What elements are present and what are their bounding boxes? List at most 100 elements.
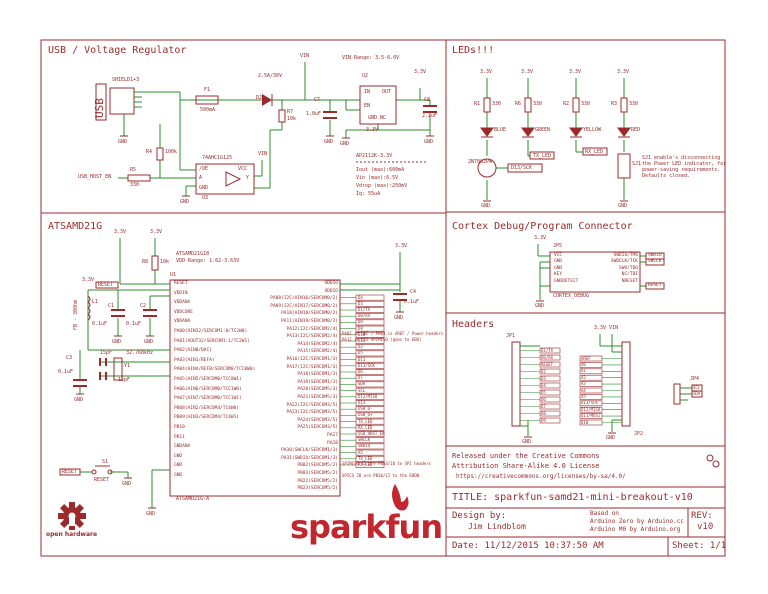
debug-pin-left: GND — [554, 265, 563, 271]
creative-commons-icon — [706, 454, 720, 468]
mcu-pin-right: PB22(SERCOM5/2) — [297, 478, 338, 484]
jp2-net-label: D12/MISO — [581, 406, 601, 412]
mcu-pin-left: PA03(AIN1/REFA) — [174, 357, 215, 363]
c1-ref: C1 — [108, 303, 115, 309]
sheet-title: TITLE: sparkfun-samd21-mini-breakout-v10 — [452, 492, 693, 503]
rx-led-net: RX_LED — [585, 149, 604, 155]
jp2-net-label: D13/SCK — [581, 400, 598, 406]
debug-net-label: SWDIO — [648, 253, 662, 258]
debug-pin-right: SWO/TDO — [619, 265, 638, 271]
debug-3v3: 3.3V — [534, 235, 547, 241]
u3-oe-pin: /OE — [199, 166, 209, 172]
reset-net-mcu: RESET — [98, 282, 114, 288]
mcu-net-label: D13 — [358, 399, 366, 405]
r7-ref: R7 — [287, 109, 294, 115]
mcu-ref: U1 — [170, 272, 177, 278]
jp1-net-label: D0/RX — [541, 354, 554, 360]
license-line-2: Attribution Share-Alike 4.0 License — [452, 462, 600, 470]
mcu-pin-left: VDDANA — [174, 300, 191, 306]
r1-ref: R1 — [474, 101, 481, 107]
crystal-ref: Y1 — [124, 363, 131, 369]
jp1-net-label: D6 — [541, 396, 546, 402]
jp4-net-label: SCL — [693, 385, 701, 390]
mcu-vdd-range: VDD Range: 1.62-3.63V — [176, 258, 240, 264]
mcu-pin-left: PA00(XIN32/SERCOM1:0/TC2W0) — [174, 329, 248, 334]
r8-value: 10k — [160, 259, 170, 265]
r1-value: 330 — [492, 101, 502, 107]
mcu-net-label: D0/RX — [358, 313, 371, 319]
headers-3v3-vin: 3.3V VIN — [594, 325, 619, 331]
r3-value: 330 — [629, 101, 639, 107]
date-field: Date: 11/12/2015 10:37:50 AM — [452, 541, 604, 551]
mcu-net-label: D8 — [358, 319, 363, 325]
l1-ref: L1 — [92, 299, 99, 305]
mcu-pin-right: PA27 — [327, 433, 338, 438]
jp1-net-label: D3 — [541, 375, 546, 381]
license-url[interactable]: https://creativecommons.org/licenses/by-… — [456, 473, 626, 480]
mcu-pin-left: PB10 — [174, 425, 185, 430]
sheet-number: Sheet: 1/1 — [672, 541, 727, 551]
r2-value: 330 — [581, 101, 591, 107]
host-en-net: USB_HOST_EN — [78, 174, 112, 180]
led-red-label: RED — [631, 127, 641, 133]
led-green-label: GREEN — [535, 127, 551, 133]
mcu-pin-left: RESET — [174, 281, 188, 286]
c3-gnd: GND — [74, 397, 84, 403]
led-yellow-label: YELLOW — [583, 127, 602, 133]
jp2-net-label: A2 — [581, 374, 586, 380]
u3-vin-label: VIN — [258, 151, 268, 157]
mcu-pin-right: PA13(I2C/SERCOM2/4) — [286, 334, 338, 340]
mcu-net-label: D12 — [358, 337, 366, 343]
mcu-pin-left: GND — [174, 473, 183, 478]
sj1-note-2: the Power LED indicator, for — [642, 161, 727, 167]
diode-rating: 2.5A/30V — [258, 73, 283, 79]
mcu-pin-right: PA25(SERCOM3/5) — [297, 425, 338, 431]
mcu-pin-right: PA11(AIN19/SERCOM0/2) — [281, 319, 338, 324]
mcu-pin-left: PA04(AIN4/REFB/SERCOM0/TCC0W0) — [174, 367, 256, 373]
rev-label: REV: — [691, 511, 713, 521]
mcu-net-label: USB_D+ — [358, 412, 373, 418]
led4-3v3: 3.3V — [617, 69, 630, 75]
sparkfun-flame-icon — [392, 484, 409, 511]
usb-section-title: USB / Voltage Regulator — [48, 45, 187, 56]
mcu-net-label: TX_LED — [358, 418, 373, 424]
mcu-pin-right: PA21(SERCOM5/3) — [297, 395, 338, 400]
mcu-pin-right: PA10(AIN18/SERCOM0/2) — [281, 311, 338, 317]
jp2-net-label: A0 — [581, 361, 586, 367]
mcu-pin-right: PA17(I2C/SERCOM1/3) — [286, 364, 338, 370]
license-line-1: Released under the Creative Commons — [452, 452, 600, 460]
c4-ref: C4 — [410, 289, 417, 295]
mcu-pin-right: PB02(SERCOM5/2) — [297, 463, 338, 469]
r6-ref: R6 — [515, 101, 522, 107]
mcu-3v3-a: 3.3V — [114, 229, 127, 235]
mcu-pin-right: PA28 — [327, 440, 338, 446]
mcu-pin-left: GND — [174, 463, 183, 469]
mcu-pin-left: PB09(AIN3/SERCOM4/TC4W1) — [174, 415, 240, 421]
mcu-net-label: A5 — [358, 449, 363, 455]
mcu-pin-left: PA05(AIN5/SERCOM0/TCC0W1) — [174, 377, 242, 382]
reg-gnd: GND — [340, 141, 350, 147]
mcu-footer: ATSAMD21G-A — [176, 496, 210, 502]
mcu-3v3-c: 3.3V — [82, 277, 95, 283]
q1-gnd: GND — [481, 203, 491, 209]
sj1-note-1: SJ1 enable's disconnecting — [642, 155, 721, 161]
mcu-net-label: USB_HOST_EN — [358, 430, 385, 436]
s1-gnd: GND — [122, 481, 132, 487]
mcu-pin-right: PA19(SERCOM1/3) — [297, 379, 338, 385]
mcu-net-label: D1/TX — [358, 306, 371, 312]
r7-value: 10k — [287, 116, 297, 122]
jp1-ref: JP1 — [506, 333, 516, 339]
c1-value: 0.1uF — [92, 321, 108, 327]
mcu-gnd: GND — [146, 511, 156, 517]
s1-label: RESET — [94, 477, 110, 483]
mcu-pin-right: PA16(I2C/SERCOM1/3) — [286, 357, 338, 362]
jp1-net-label: D4 — [541, 382, 546, 388]
mcu-section — [59, 238, 407, 509]
reg-out-3v3: 3.3V — [414, 69, 427, 75]
spec-vin: Vin (max):6.5V — [356, 175, 399, 181]
jp2-net-label: D11/MOSI — [581, 413, 601, 419]
u3-part: 74AHC1G125 — [202, 155, 233, 161]
sj1-ref: SJ1 — [632, 161, 642, 167]
mcu-pin-right: PB23(SERCOM5/2) — [297, 486, 338, 492]
r3-ref: R3 — [611, 101, 618, 107]
